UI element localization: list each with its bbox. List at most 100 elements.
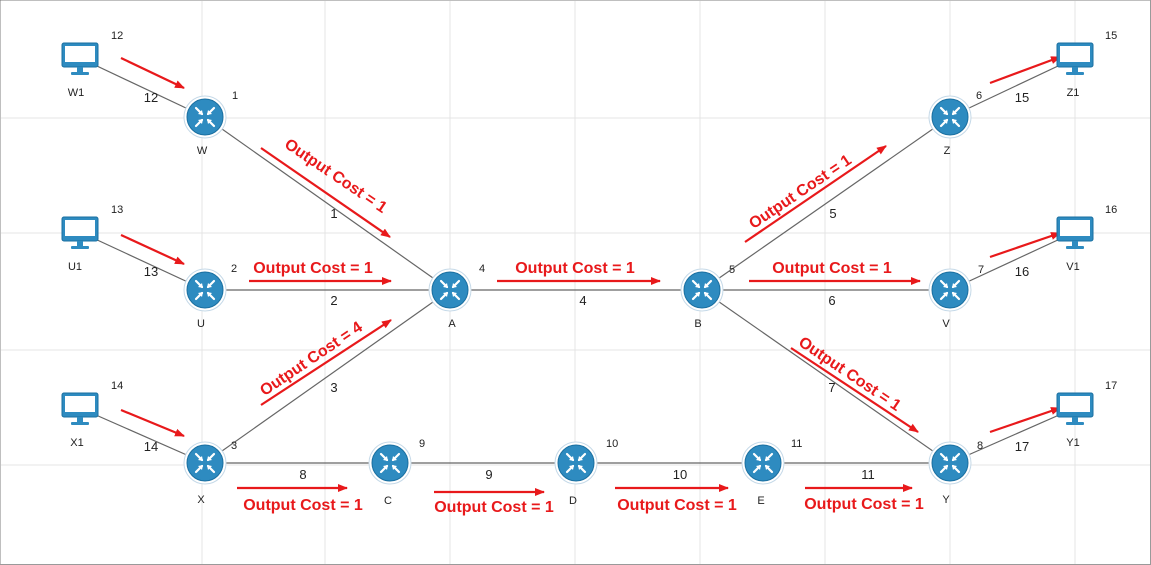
direction-arrow bbox=[260, 147, 391, 238]
router-y[interactable]: 8Y bbox=[928, 440, 983, 506]
link-label-c-d: 9 bbox=[485, 467, 492, 482]
router-name: V bbox=[942, 318, 950, 330]
link-y-y1[interactable] bbox=[949, 407, 1076, 464]
host-number: 16 bbox=[1105, 204, 1117, 216]
router-w[interactable]: 1W bbox=[183, 90, 238, 157]
router-number: 1 bbox=[232, 90, 238, 102]
host-number: 13 bbox=[111, 204, 123, 216]
direction-arrow bbox=[989, 55, 1061, 85]
router-number: 9 bbox=[419, 438, 425, 450]
link-label-a-b: 4 bbox=[579, 293, 586, 308]
computer-icon bbox=[61, 216, 99, 249]
router-v[interactable]: 7V bbox=[928, 264, 984, 330]
cost-d-e-label: Output Cost = 1 bbox=[617, 497, 737, 514]
host-number: 17 bbox=[1105, 380, 1117, 392]
host-number: 15 bbox=[1105, 30, 1117, 42]
link-label-u1-u: 13 bbox=[144, 264, 158, 279]
link-label-x-a: 3 bbox=[330, 380, 337, 395]
computer-icon bbox=[61, 392, 99, 425]
router-b[interactable]: 5B bbox=[680, 264, 735, 330]
nodes-layer: 1W2U3X4A5B6Z7V8Y9C10D11E12W113U114X115Z1… bbox=[61, 30, 1117, 507]
link-w1-w[interactable] bbox=[79, 57, 206, 118]
cost-b-v-label: Output Cost = 1 bbox=[772, 260, 892, 277]
cost-u-a-label: Output Cost = 1 bbox=[253, 260, 373, 277]
router-name: A bbox=[448, 318, 456, 330]
computer-icon bbox=[1056, 42, 1094, 75]
direction-arrow bbox=[260, 319, 392, 406]
link-label-b-v: 6 bbox=[828, 293, 835, 308]
direction-arrow bbox=[989, 406, 1061, 434]
router-number: 10 bbox=[606, 438, 618, 450]
router-arrows-icon bbox=[379, 452, 401, 474]
link-z-z1[interactable] bbox=[949, 57, 1076, 118]
link-b-y[interactable] bbox=[701, 289, 951, 464]
link-x1-x[interactable] bbox=[79, 407, 206, 464]
router-arrows-icon bbox=[565, 452, 587, 474]
host-name: X1 bbox=[70, 437, 83, 449]
router-number: 6 bbox=[976, 90, 982, 102]
router-name: X bbox=[197, 494, 205, 506]
router-arrows-icon bbox=[939, 452, 961, 474]
router-number: 5 bbox=[729, 264, 735, 276]
router-arrows-icon bbox=[691, 279, 713, 301]
link-label-x1-x: 14 bbox=[144, 439, 158, 454]
router-name: W bbox=[197, 145, 208, 157]
link-label-w1-w: 12 bbox=[144, 90, 158, 105]
host-name: V1 bbox=[1066, 261, 1079, 273]
arrows-layer bbox=[120, 55, 1061, 496]
router-u[interactable]: 2U bbox=[183, 263, 237, 330]
link-v-v1[interactable] bbox=[949, 231, 1076, 291]
direction-arrow bbox=[744, 145, 887, 243]
router-number: 7 bbox=[978, 264, 984, 276]
direction-arrow bbox=[989, 231, 1061, 259]
direction-arrow bbox=[790, 347, 919, 433]
router-number: 2 bbox=[231, 263, 237, 275]
cost-e-y-label: Output Cost = 1 bbox=[804, 496, 924, 513]
router-arrows-icon bbox=[939, 279, 961, 301]
router-x[interactable]: 3X bbox=[183, 440, 237, 506]
link-label-d-e: 10 bbox=[673, 467, 687, 482]
host-number: 12 bbox=[111, 30, 123, 42]
computer-icon bbox=[61, 42, 99, 75]
router-name: Y bbox=[942, 494, 950, 506]
link-label-z-z1: 15 bbox=[1015, 90, 1029, 105]
router-arrows-icon bbox=[194, 452, 216, 474]
direction-arrow bbox=[120, 408, 185, 438]
router-name: E bbox=[757, 495, 764, 507]
router-c[interactable]: 9C bbox=[368, 438, 425, 507]
link-label-x-c: 8 bbox=[299, 467, 306, 482]
computer-icon bbox=[1056, 216, 1094, 249]
router-name: B bbox=[694, 318, 701, 330]
link-label-w-a: 1 bbox=[330, 206, 337, 221]
router-number: 3 bbox=[231, 440, 237, 452]
router-e[interactable]: 11E bbox=[741, 438, 802, 507]
router-number: 11 bbox=[791, 438, 802, 450]
link-u1-u[interactable] bbox=[79, 231, 206, 291]
link-x-a[interactable] bbox=[204, 289, 451, 464]
cost-x-c-label: Output Cost = 1 bbox=[243, 497, 363, 514]
router-number: 8 bbox=[977, 440, 983, 452]
router-arrows-icon bbox=[439, 279, 461, 301]
cost-c-d-label: Output Cost = 1 bbox=[434, 499, 554, 516]
router-name: D bbox=[569, 495, 577, 507]
router-a[interactable]: 4A bbox=[428, 263, 485, 330]
link-w-a[interactable] bbox=[204, 116, 451, 291]
router-d[interactable]: 10D bbox=[554, 438, 618, 507]
link-label-b-z: 5 bbox=[829, 206, 836, 221]
direction-arrow bbox=[120, 234, 185, 265]
link-b-z[interactable] bbox=[701, 116, 951, 291]
host-name: Y1 bbox=[1066, 437, 1079, 449]
host-name: W1 bbox=[68, 87, 85, 99]
router-number: 4 bbox=[479, 263, 485, 275]
router-arrows-icon bbox=[939, 106, 961, 128]
host-name: U1 bbox=[68, 261, 82, 273]
router-z[interactable]: 6Z bbox=[928, 90, 982, 157]
